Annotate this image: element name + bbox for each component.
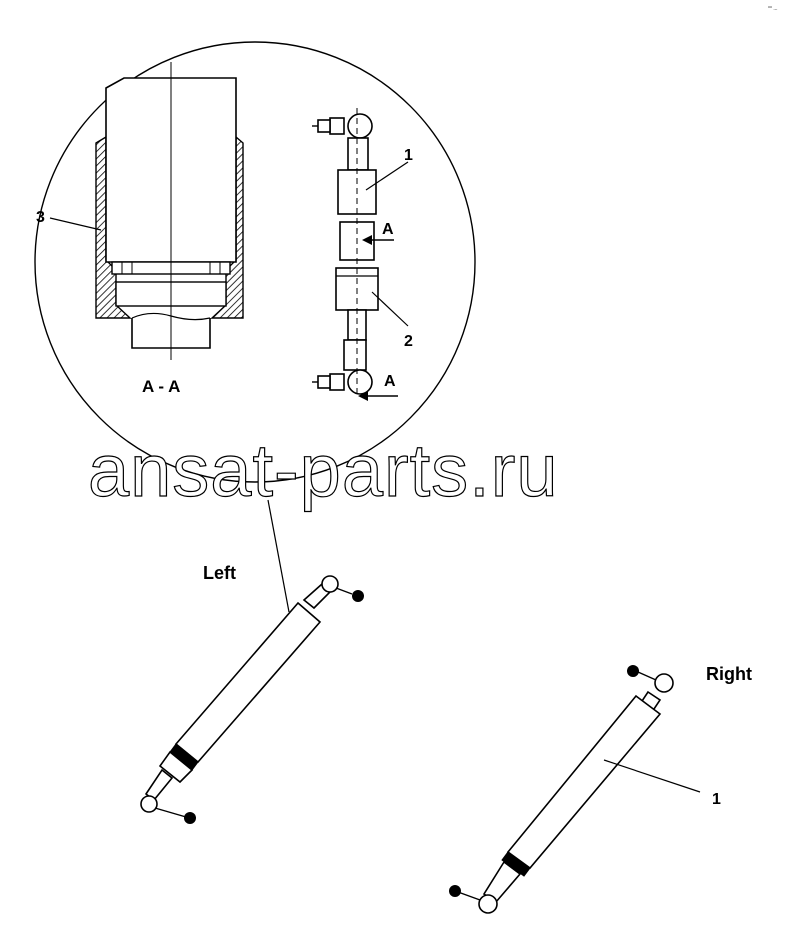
label-left: Left [203,563,236,583]
detail-circle [34,41,476,483]
watermark: ansat-parts.ru [88,429,559,512]
label-right: Right [706,664,752,684]
right-strut-nut-top [627,665,639,677]
corner-mark: °° ... [768,6,778,12]
left-strut [140,575,364,824]
section-label: A - A [142,377,180,396]
left-strut-nut-bottom [184,812,196,824]
callout-2: 2 [404,333,413,350]
callout-1-top-leader [365,161,409,191]
callout-1-right-leader [603,759,701,793]
left-strut-nut-top [352,590,364,602]
callout-3: 3 [36,209,45,226]
callout-1-top: 1 [404,147,413,164]
view-arrow-bottom-label: A [384,373,396,390]
detail-strut [312,108,379,398]
right-strut [449,665,674,914]
view-arrow-top-label: A [382,221,394,238]
section-a-a: A - A [95,62,244,396]
detail-connector-line [267,499,290,613]
callout-1-right: 1 [712,791,721,808]
right-strut-nut-bottom [449,885,461,897]
callout-3-leader [49,217,102,231]
callout-2-leader [371,291,409,327]
